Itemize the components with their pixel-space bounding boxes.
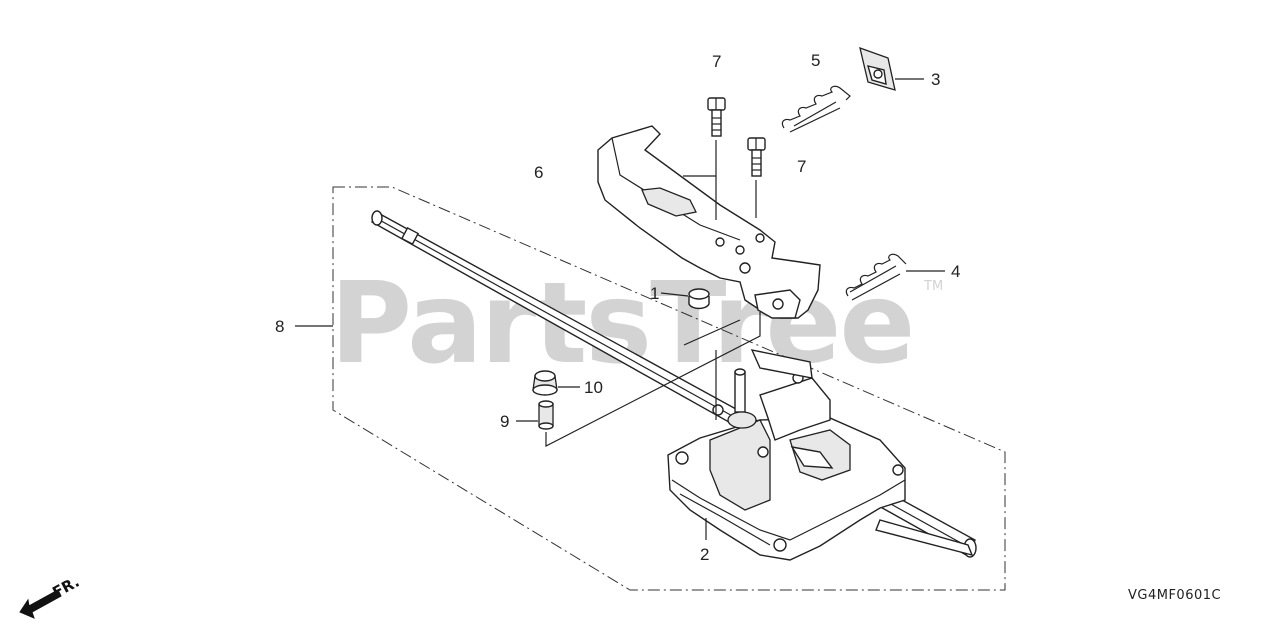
bolt-part-upper	[707, 97, 726, 137]
callout-10: 10	[584, 378, 603, 397]
front-direction-indicator: FR.	[19, 573, 82, 619]
callout-8: 8	[275, 317, 284, 336]
bracket-part	[597, 125, 821, 319]
callout-4: 4	[951, 262, 960, 281]
callout-7-upper: 7	[712, 52, 721, 71]
nut-part	[688, 288, 710, 310]
cap-part	[532, 370, 558, 396]
callout-3: 3	[931, 70, 940, 89]
transmission-part	[667, 349, 974, 561]
assembly-outline	[332, 186, 1006, 591]
callout-5: 5	[811, 51, 820, 70]
leader-lines	[295, 78, 945, 540]
front-arrow-icon	[19, 589, 62, 619]
clip-part	[859, 46, 896, 91]
bolt-part-lower	[747, 137, 766, 177]
watermark-text: PartsTree	[330, 259, 913, 389]
diagram-code: VG4MF0601C	[1128, 588, 1221, 603]
spring-part-lower	[845, 253, 907, 301]
spring-part-upper	[781, 85, 851, 133]
callout-2: 2	[700, 545, 709, 564]
collar-part	[538, 400, 554, 430]
callout-9: 9	[500, 412, 509, 431]
callout-7-lower: 7	[797, 157, 806, 176]
callout-6: 6	[534, 163, 543, 182]
callout-1: 1	[650, 284, 659, 303]
watermark-trademark: TM	[923, 279, 943, 294]
